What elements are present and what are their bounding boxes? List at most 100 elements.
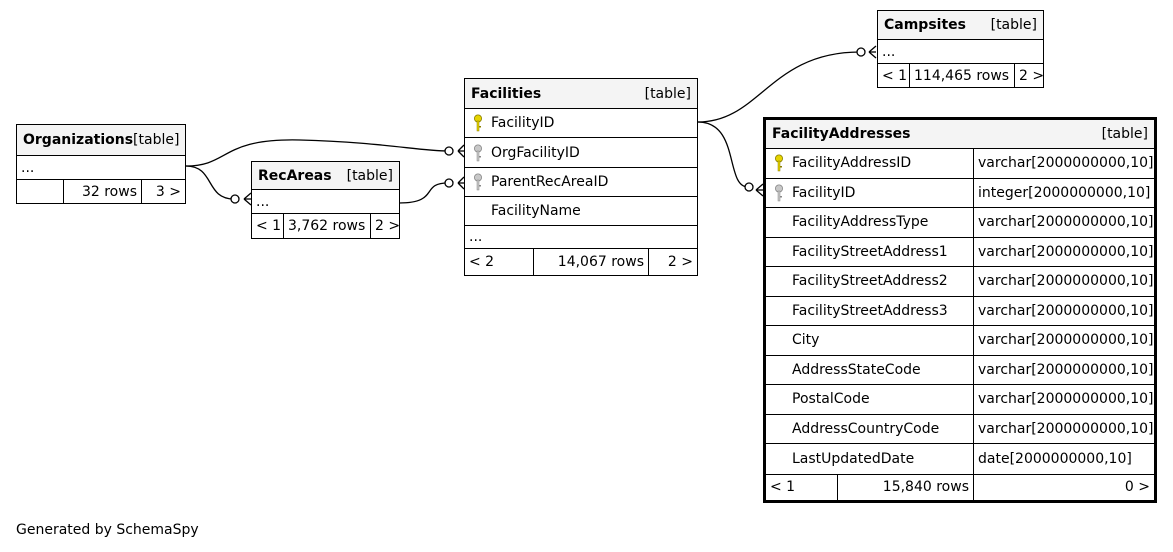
column-row[interactable]: FacilityID (465, 109, 697, 138)
table-header: Facilities [table] (465, 79, 697, 109)
column-row[interactable]: FacilityAddressID varchar[2000000000,10] (766, 149, 1154, 179)
ellipsis-row: ... (17, 156, 185, 180)
table-footer: < 1 114,465 rows 2 > (878, 64, 1043, 87)
column-type: varchar[2000000000,10] (973, 385, 1154, 414)
column-type: varchar[2000000000,10] (973, 237, 1154, 266)
table-facilities[interactable]: Facilities [table] FacilityID OrgFacilit… (464, 78, 698, 276)
column-type: varchar[2000000000,10] (973, 149, 1154, 178)
footer-right[interactable]: 2 > (370, 214, 399, 238)
table-footer: 32 rows 3 > (17, 180, 185, 203)
column-cell: AddressCountryCode (766, 415, 973, 444)
column-row[interactable]: City varchar[2000000000,10] (766, 326, 1154, 356)
footer-right[interactable]: 2 > (648, 249, 697, 275)
column-name: FacilityStreetAddress1 (792, 243, 948, 260)
row-count: 15,840 rows (837, 474, 973, 500)
table-name: RecAreas (258, 167, 332, 184)
column-name: FacilityID (491, 115, 555, 131)
ellipsis: ... (256, 193, 270, 210)
column-cell: ParentRecAreaID (465, 168, 608, 196)
generated-by-note: Generated by SchemaSpy (16, 522, 199, 538)
ellipsis: ... (882, 43, 896, 60)
column-name: FacilityAddressID (792, 155, 912, 172)
ellipsis: ... (469, 229, 483, 245)
table-name: Facilities (471, 85, 542, 102)
link-facilities-facilityaddresses (697, 121, 749, 188)
footer-right[interactable]: 2 > (1014, 64, 1043, 87)
column-cell: FacilityStreetAddress1 (766, 238, 973, 267)
column-type: varchar[2000000000,10] (973, 326, 1154, 355)
row-count: 32 rows (63, 180, 141, 203)
column-row[interactable]: ParentRecAreaID (465, 168, 697, 197)
table-campsites[interactable]: Campsites [table] ... < 1 114,465 rows 2… (877, 10, 1044, 88)
link-facilities-campsites (697, 51, 861, 123)
footer-left[interactable]: < 2 (469, 254, 495, 270)
column-cell: OrgFacilityID (465, 138, 580, 167)
column-row[interactable]: FacilityStreetAddress2 varchar[2000000000… (766, 267, 1154, 297)
ellipsis: ... (21, 159, 35, 176)
column-cell: FacilityAddressType (766, 208, 973, 237)
table-header: RecAreas [table] (252, 162, 399, 190)
column-name: City (792, 332, 820, 349)
column-name: FacilityStreetAddress2 (792, 273, 948, 290)
column-name: ParentRecAreaID (491, 174, 609, 190)
column-row[interactable]: AddressStateCode varchar[2000000000,10] (766, 355, 1154, 385)
key-icon (474, 114, 482, 132)
table-kind: [table] (644, 85, 691, 102)
table-header: FacilityAddresses [table] (766, 120, 1154, 149)
column-cell: City (766, 326, 973, 355)
footer-right[interactable]: 3 > (141, 180, 185, 203)
table-kind: [table] (133, 132, 180, 148)
footer-left[interactable] (17, 180, 63, 203)
column-name: OrgFacilityID (491, 144, 580, 161)
footer-left[interactable]: < 1 (256, 218, 282, 234)
column-name: AddressStateCode (792, 361, 921, 378)
table-kind: [table] (1101, 126, 1148, 142)
footer-left[interactable]: < 1 (770, 479, 796, 495)
column-row[interactable]: OrgFacilityID (465, 138, 697, 168)
link-organizations-recareas (185, 165, 235, 200)
column-name: FacilityName (491, 203, 581, 219)
column-row[interactable]: FacilityStreetAddress1 varchar[2000000000… (766, 237, 1154, 267)
column-row[interactable]: FacilityName (465, 197, 697, 226)
column-cell: FacilityID (766, 179, 973, 208)
table-header: Organizations [table] (17, 125, 185, 156)
table-kind: [table] (346, 167, 393, 184)
ellipsis-row: ... (878, 40, 1043, 64)
table-footer: < 2 14,067 rows 2 > (465, 249, 697, 275)
row-count: 14,067 rows (533, 249, 648, 275)
column-type: varchar[2000000000,10] (973, 355, 1154, 384)
table-header: Campsites [table] (878, 11, 1043, 40)
column-cell: FacilityStreetAddress2 (766, 267, 973, 296)
footer-left[interactable]: < 1 (882, 67, 908, 84)
column-type: varchar[2000000000,10] (973, 414, 1154, 443)
table-footer: < 1 15,840 rows 0 > (766, 473, 1154, 500)
footer-right[interactable]: 0 > (973, 474, 1154, 500)
key-icon (474, 173, 482, 191)
row-count: 3,762 rows (283, 214, 370, 238)
column-cell: FacilityAddressID (766, 149, 973, 178)
column-cell: AddressStateCode (766, 356, 973, 385)
table-facilityaddresses[interactable]: FacilityAddresses [table] FacilityAddres… (763, 117, 1157, 503)
column-type: varchar[2000000000,10] (973, 267, 1154, 296)
table-organizations[interactable]: Organizations [table] ... 32 rows 3 > (16, 124, 186, 204)
table-recareas[interactable]: RecAreas [table] ... < 1 3,762 rows 2 > (251, 161, 400, 239)
column-cell: PostalCode (766, 385, 973, 414)
link-recareas-facilities (398, 182, 449, 204)
column-cell: LastUpdatedDate (766, 444, 973, 474)
row-count: 114,465 rows (909, 64, 1014, 87)
column-name: FacilityStreetAddress3 (792, 302, 948, 319)
key-icon (775, 184, 783, 201)
column-type: integer[2000000000,10] (973, 178, 1154, 207)
table-name: Organizations (23, 132, 134, 148)
table-name: Campsites (884, 17, 966, 33)
table-footer: < 1 3,762 rows 2 > (252, 214, 399, 238)
key-icon (775, 154, 783, 172)
